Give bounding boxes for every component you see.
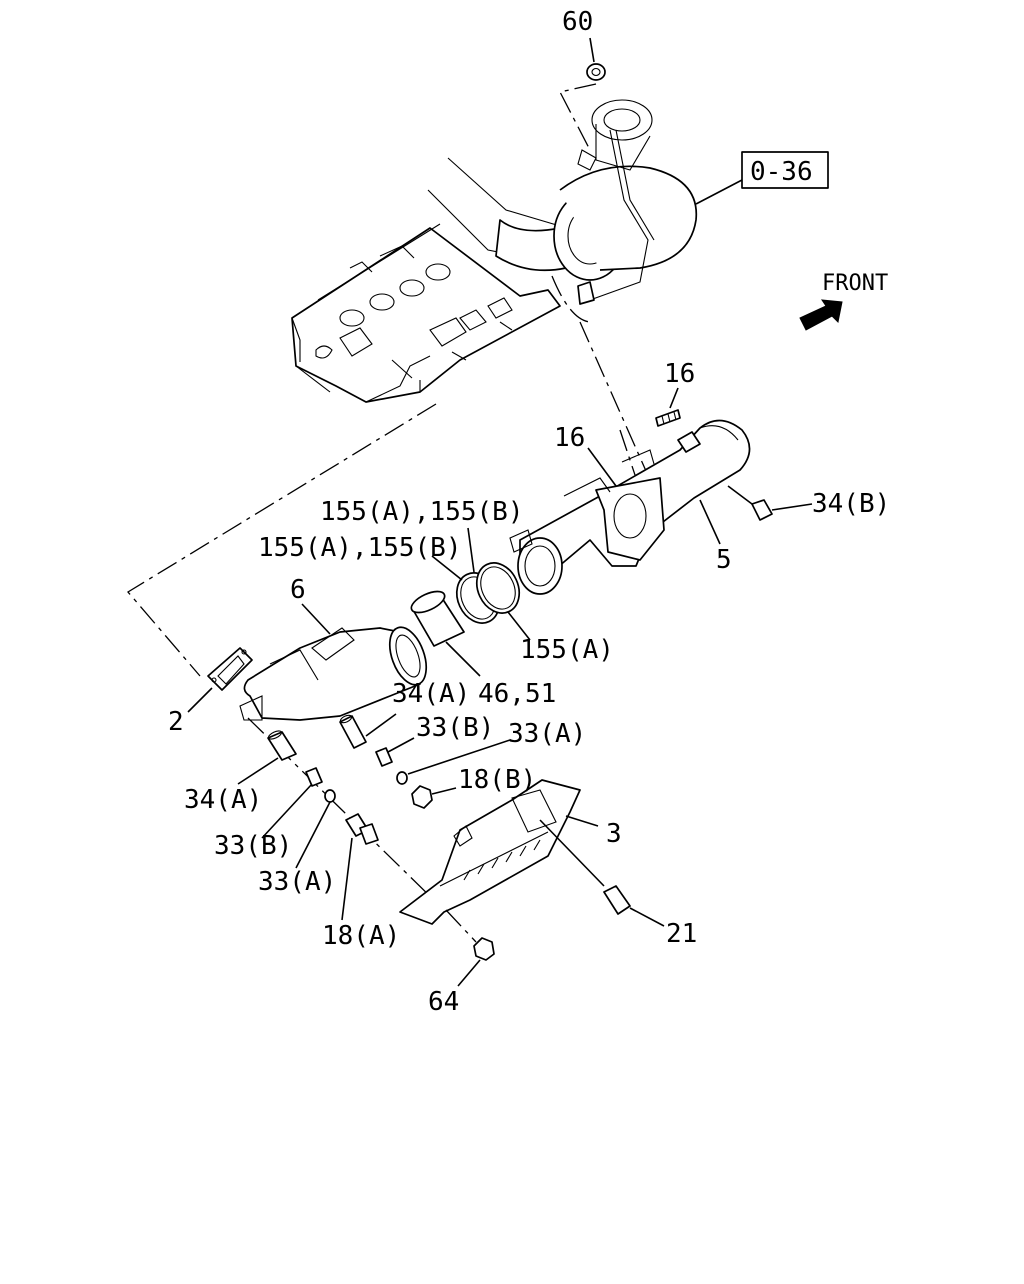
part-16-stud-upper xyxy=(655,387,681,427)
part-6-pipe xyxy=(239,603,428,721)
ref-box-0-36 xyxy=(741,151,829,189)
turbocharger xyxy=(427,99,743,323)
label-21: 21 xyxy=(666,919,697,949)
part-34a-sleeve-left xyxy=(237,730,297,785)
label-46-51: 46,51 xyxy=(478,679,556,709)
label-33b-right: 33(B) xyxy=(416,713,494,743)
cylinder-head xyxy=(291,223,561,403)
part-34a-sleeve-right xyxy=(339,713,397,749)
front-arrow-icon xyxy=(799,299,843,331)
label-18b: 18(B) xyxy=(458,765,536,795)
label-33b-left: 33(B) xyxy=(214,831,292,861)
label-64: 64 xyxy=(428,987,459,1017)
part-33a-left xyxy=(295,789,336,869)
label-16-lower: 16 xyxy=(554,423,585,453)
label-33a-left: 33(A) xyxy=(258,867,336,897)
part-64-nut xyxy=(445,909,495,987)
leader-head-to-gasket xyxy=(127,403,437,677)
part-155-seal-rings xyxy=(431,527,531,641)
label-ref-0-36: 0-36 xyxy=(750,157,813,187)
label-6: 6 xyxy=(290,575,306,605)
part-2-gasket xyxy=(187,647,253,713)
label-34a-left: 34(A) xyxy=(184,785,262,815)
label-5: 5 xyxy=(716,545,732,575)
part-5-exhaust-pipe xyxy=(509,419,751,595)
label-16-upper: 16 xyxy=(664,359,695,389)
label-34b: 34(B) xyxy=(812,489,890,519)
part-46-51-sleeve xyxy=(410,590,481,677)
part-3-heat-shield xyxy=(399,779,599,925)
label-2: 2 xyxy=(168,707,184,737)
label-front: FRONT xyxy=(822,271,888,296)
part-60-nut xyxy=(586,37,606,81)
part-33b-left xyxy=(261,767,323,839)
label-155ab-lower: 155(A),155(B) xyxy=(258,533,462,563)
part-34b-plug xyxy=(699,485,813,545)
part-33b-right xyxy=(375,737,415,767)
part-18b-nut xyxy=(411,785,457,809)
part-21-bolt xyxy=(539,819,665,927)
label-155a: 155(A) xyxy=(520,635,614,665)
label-155ab-upper: 155(A),155(B) xyxy=(320,497,524,527)
leader-turbo-to-pipe xyxy=(579,321,651,481)
leader-60 xyxy=(559,83,597,151)
label-34a-right: 34(A) xyxy=(392,679,470,709)
part-33a-right xyxy=(396,739,511,785)
label-60: 60 xyxy=(562,7,593,37)
part-18a-stud xyxy=(341,813,379,921)
label-18a: 18(A) xyxy=(322,921,400,951)
label-33a-right: 33(A) xyxy=(508,719,586,749)
label-3: 3 xyxy=(606,819,622,849)
